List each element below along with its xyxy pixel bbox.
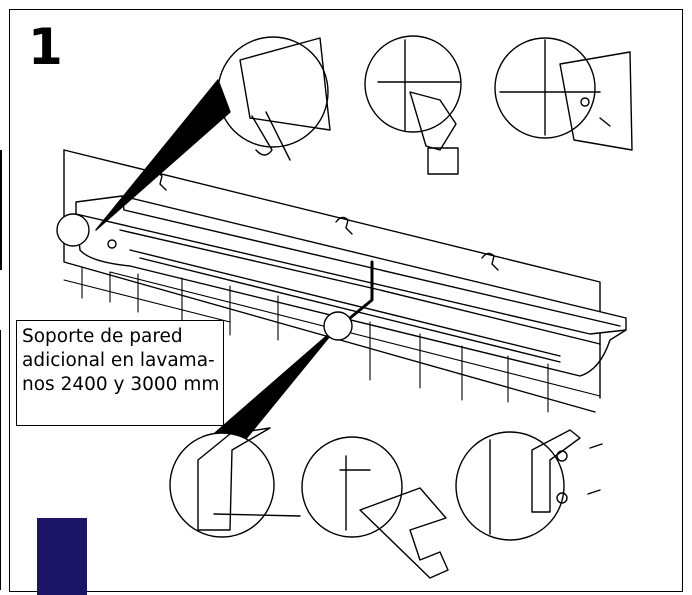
detail-marking-circle [217, 36, 329, 148]
page-edge-rule [0, 150, 2, 270]
callout-note: Soporte de pared adicional en lavama- no… [16, 320, 224, 426]
basin-trough [75, 195, 627, 377]
detail-bracket-screw-circle [455, 431, 565, 541]
page-edge-rule-lower [0, 330, 1, 590]
hook-2 [335, 216, 353, 235]
callout-line-2: adicional en lavama- [22, 350, 215, 371]
step-number: 1 [28, 18, 63, 76]
wall-tile-lines [63, 267, 601, 413]
hook-3 [481, 252, 499, 271]
detail-bracket-drill-circle [301, 436, 403, 538]
wall-panel [63, 149, 596, 413]
callout-line-1: Soporte de pared [22, 326, 183, 347]
detail-bracket-marking-circle [169, 432, 275, 538]
detail-drill-circle [364, 35, 462, 133]
color-tab [37, 518, 87, 595]
callout-line-3: nos 2400 y 3000 mm [22, 374, 220, 395]
page-frame [9, 9, 683, 592]
